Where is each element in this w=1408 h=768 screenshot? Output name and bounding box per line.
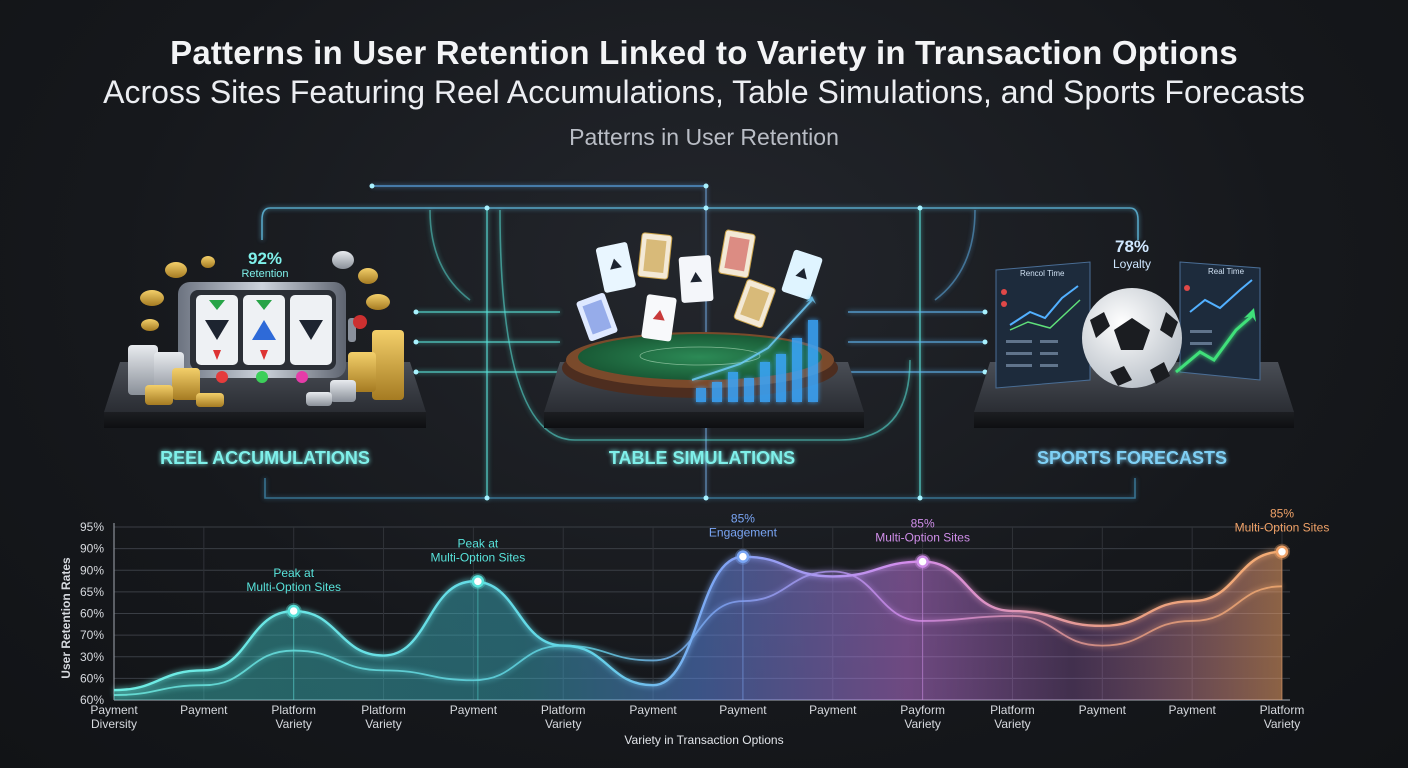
- y-tick-label: 70%: [80, 628, 104, 642]
- y-tick-label: 65%: [80, 585, 104, 599]
- annotation-point: [1275, 545, 1289, 558]
- series-line-2: [113, 570, 1283, 696]
- floating-coins: [140, 251, 390, 331]
- y-tick-label: 60%: [80, 671, 104, 685]
- x-tick-label: Payment: [809, 703, 857, 717]
- circuit-nodes: [369, 183, 988, 501]
- annotation-label: 85%Multi-Option Sites: [875, 517, 970, 545]
- category-label-reel: REEL ACCUMULATIONS: [160, 448, 370, 468]
- x-axis-label: Variety in Transaction Options: [624, 733, 783, 747]
- x-tick-label: Payment: [180, 703, 228, 717]
- sports-panel-title-right: Real Time: [1208, 267, 1245, 276]
- annotation-point: [916, 555, 929, 568]
- soccer-ball-icon: [1082, 288, 1182, 388]
- y-axis-label: User Retention Rates: [59, 557, 73, 679]
- reel-stat-value: 92%: [248, 249, 282, 268]
- x-tick-label: Payment: [1079, 703, 1127, 717]
- x-tick-label: Payment: [719, 703, 767, 717]
- growth-bars-icon: [691, 296, 818, 402]
- platform-reel: [104, 251, 426, 428]
- category-label-table: TABLE SIMULATIONS: [609, 448, 795, 468]
- playing-cards: [576, 229, 823, 342]
- y-tick-label: 90%: [80, 563, 104, 577]
- illustration-scene: 92% Retention: [104, 183, 1294, 501]
- reel-stat-label: Retention: [241, 268, 288, 280]
- annotation-label: 85%Multi-Option Sites: [1235, 507, 1330, 535]
- section-heading: Patterns in User Retention: [569, 124, 839, 150]
- y-tick-label: 30%: [80, 650, 104, 664]
- sports-stat-value: 78%: [1115, 237, 1149, 256]
- category-label-sports: SPORTS FORECASTS: [1037, 448, 1227, 468]
- annotation-point: [736, 550, 750, 563]
- platform-sports: Rencol Time Real Time: [974, 261, 1294, 428]
- coin-stacks: [128, 330, 404, 407]
- annotation-label: 85%Engagement: [709, 512, 778, 540]
- chart-areas: [114, 551, 1282, 700]
- chart-subtitle: Across Sites Featuring Reel Accumulation…: [103, 74, 1305, 110]
- y-tick-label: 90%: [80, 542, 104, 556]
- slot-machine-icon: [178, 282, 367, 383]
- sports-panel-title-left: Rencol Time: [1020, 269, 1065, 278]
- y-axis-ticks: 95% 90% 90% 65% 60% 70% 30% 60% 60%: [80, 520, 104, 707]
- circuit-lines: [261, 185, 1139, 500]
- y-tick-label: 60%: [80, 693, 104, 707]
- series-area-1: [114, 551, 1282, 700]
- chart-lines: [113, 550, 1283, 696]
- annotation-point: [287, 604, 300, 618]
- x-tick-label: Payment: [1168, 703, 1216, 717]
- trend-arrow-icon: [1175, 314, 1253, 374]
- chart-title: Patterns in User Retention Linked to Var…: [170, 34, 1238, 71]
- series-line-1: [113, 550, 1283, 692]
- platform-table: [544, 229, 864, 428]
- x-tick-label: Payment: [629, 703, 677, 717]
- sports-stat-label: Loyalty: [1113, 257, 1151, 271]
- y-tick-label: 95%: [80, 520, 104, 534]
- x-tick-label: Payment: [450, 703, 498, 717]
- annotation-point: [471, 575, 485, 588]
- y-tick-label: 60%: [80, 607, 104, 621]
